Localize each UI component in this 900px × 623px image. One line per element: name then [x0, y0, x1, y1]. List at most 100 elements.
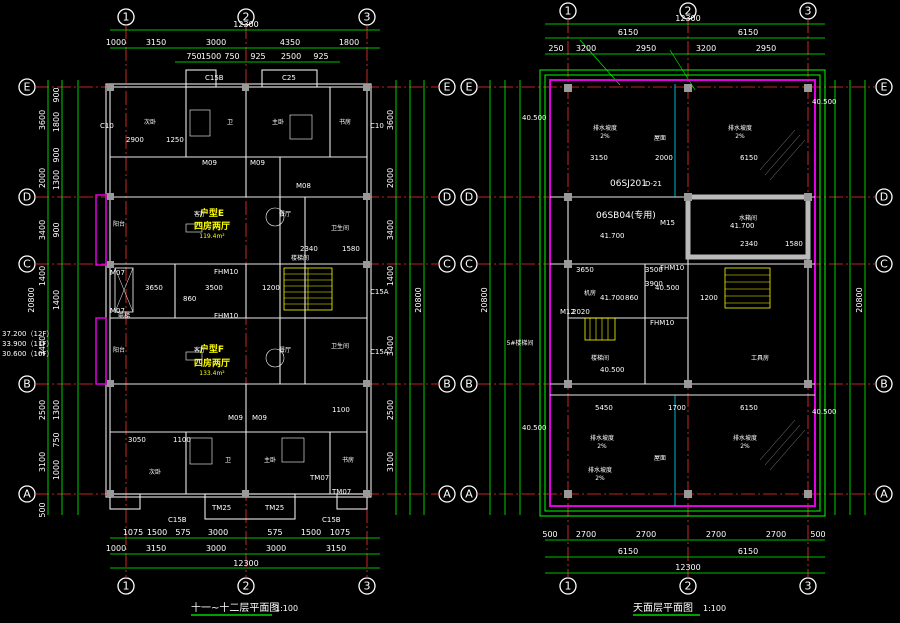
svg-text:3400: 3400 [38, 220, 47, 240]
svg-text:M09: M09 [202, 159, 217, 167]
right-plan-scale: 1:100 [703, 604, 726, 613]
svg-text:书房: 书房 [342, 456, 354, 464]
svg-text:40.500: 40.500 [522, 424, 547, 432]
svg-text:500: 500 [542, 530, 557, 539]
svg-text:2700: 2700 [636, 530, 656, 539]
svg-text:2500: 2500 [281, 52, 301, 61]
svg-text:次卧: 次卧 [144, 118, 156, 126]
svg-text:20800: 20800 [27, 287, 36, 312]
grid-bubble-3: 3 [358, 8, 376, 26]
svg-text:1400: 1400 [52, 290, 61, 310]
svg-text:M09: M09 [228, 414, 243, 422]
left-axis-lines [35, 25, 439, 578]
svg-text:900: 900 [52, 222, 61, 237]
svg-text:D: D [880, 191, 888, 204]
svg-text:3200: 3200 [696, 44, 716, 53]
balcony-left-d [95, 194, 107, 266]
svg-text:D-21: D-21 [645, 180, 662, 188]
svg-text:6150: 6150 [618, 547, 638, 556]
svg-text:750: 750 [186, 52, 201, 61]
svg-text:2700: 2700 [766, 530, 786, 539]
svg-text:925: 925 [313, 52, 328, 61]
left-plan-scale: 1:100 [275, 604, 298, 613]
unit-e-area: 119.4m² [199, 233, 225, 240]
svg-text:2020: 2020 [572, 308, 590, 316]
svg-text:D: D [465, 191, 473, 204]
svg-text:FHM10: FHM10 [660, 264, 684, 272]
svg-text:客厅: 客厅 [194, 346, 206, 354]
svg-text:20800: 20800 [855, 287, 864, 312]
svg-text:1580: 1580 [785, 240, 803, 248]
svg-text:2%: 2% [740, 443, 750, 450]
svg-text:2000: 2000 [655, 154, 673, 162]
svg-text:750: 750 [224, 52, 239, 61]
svg-text:卫生间: 卫生间 [331, 224, 349, 232]
svg-text:2900: 2900 [126, 136, 144, 144]
level-annotations: 37.200（12F） 33.900（11F） 30.600（10F） [2, 330, 53, 358]
svg-text:餐厅: 餐厅 [279, 346, 291, 354]
svg-text:1100: 1100 [332, 406, 350, 414]
svg-text:卫: 卫 [227, 119, 233, 126]
svg-text:1: 1 [123, 11, 130, 24]
svg-text:1500: 1500 [301, 528, 321, 537]
right-top-dims-2: 250 3200 2950 3200 2950 [548, 44, 776, 53]
svg-text:40.500: 40.500 [812, 408, 837, 416]
left-stair [283, 267, 333, 311]
svg-text:M09: M09 [250, 159, 265, 167]
svg-text:3150: 3150 [590, 154, 608, 162]
svg-text:2: 2 [685, 5, 692, 18]
svg-text:3100: 3100 [38, 452, 47, 472]
svg-text:3500: 3500 [645, 266, 663, 274]
svg-text:C15B: C15B [168, 516, 187, 524]
svg-text:2000: 2000 [38, 168, 47, 188]
right-grid-right: E D C B A [875, 78, 893, 503]
svg-text:A: A [880, 488, 888, 501]
right-side-dims: 3600 2000 3400 1400 3400 2500 3100 20800 [386, 110, 423, 472]
svg-text:2700: 2700 [706, 530, 726, 539]
left-side-dims-2: 900 1800 900 1300 900 1400 1300 750 1000 [52, 87, 61, 480]
left-grid-top: 1 2 3 [117, 8, 376, 26]
svg-text:E: E [24, 81, 31, 94]
parapet-inner [544, 74, 821, 512]
svg-text:屋面: 屋面 [654, 455, 666, 462]
left-grid-right: E D C B A [438, 78, 456, 503]
left-side-dims: 3600 2000 3400 1400 3400 2500 3100 500 2… [27, 110, 47, 518]
svg-text:2%: 2% [595, 475, 605, 482]
svg-text:37.200（12F）: 37.200（12F） [2, 330, 53, 338]
svg-text:M07: M07 [110, 269, 125, 277]
svg-text:阳台: 阳台 [113, 346, 125, 354]
svg-text:C: C [880, 258, 888, 271]
svg-text:3: 3 [364, 11, 371, 24]
svg-text:1200: 1200 [700, 294, 718, 302]
svg-text:排水坡度: 排水坡度 [733, 434, 757, 442]
left-plan-title: 十一~十二层平面图 [191, 601, 279, 614]
svg-text:6150: 6150 [738, 28, 758, 37]
svg-text:楼梯间: 楼梯间 [591, 354, 609, 362]
left-elevator [114, 267, 134, 313]
svg-text:主卧: 主卧 [264, 456, 276, 464]
svg-text:M09: M09 [252, 414, 267, 422]
svg-text:3400: 3400 [386, 220, 395, 240]
svg-text:2500: 2500 [386, 400, 395, 420]
grid-bubble-2-bottom: 2 [237, 577, 255, 595]
svg-text:TM07: TM07 [309, 474, 329, 482]
svg-text:E: E [466, 81, 473, 94]
svg-text:1: 1 [565, 5, 572, 18]
svg-text:3050: 3050 [128, 436, 146, 444]
svg-text:2: 2 [685, 580, 692, 593]
svg-text:3650: 3650 [145, 284, 163, 292]
svg-text:M12: M12 [560, 308, 575, 316]
svg-text:C25: C25 [282, 74, 296, 82]
left-bottom-dims-1: 1075 1500 575 3000 575 1500 1075 [123, 528, 350, 537]
svg-text:40.500: 40.500 [655, 284, 680, 292]
svg-text:2000: 2000 [386, 168, 395, 188]
svg-text:客厅: 客厅 [194, 210, 206, 218]
svg-text:排水坡度: 排水坡度 [593, 124, 617, 132]
svg-text:FHM10: FHM10 [214, 312, 238, 320]
svg-text:06SB04(专用): 06SB04(专用) [596, 209, 656, 221]
svg-text:1500: 1500 [201, 52, 221, 61]
svg-text:6150: 6150 [738, 547, 758, 556]
svg-text:B: B [465, 378, 473, 391]
right-stair-2 [584, 317, 616, 341]
